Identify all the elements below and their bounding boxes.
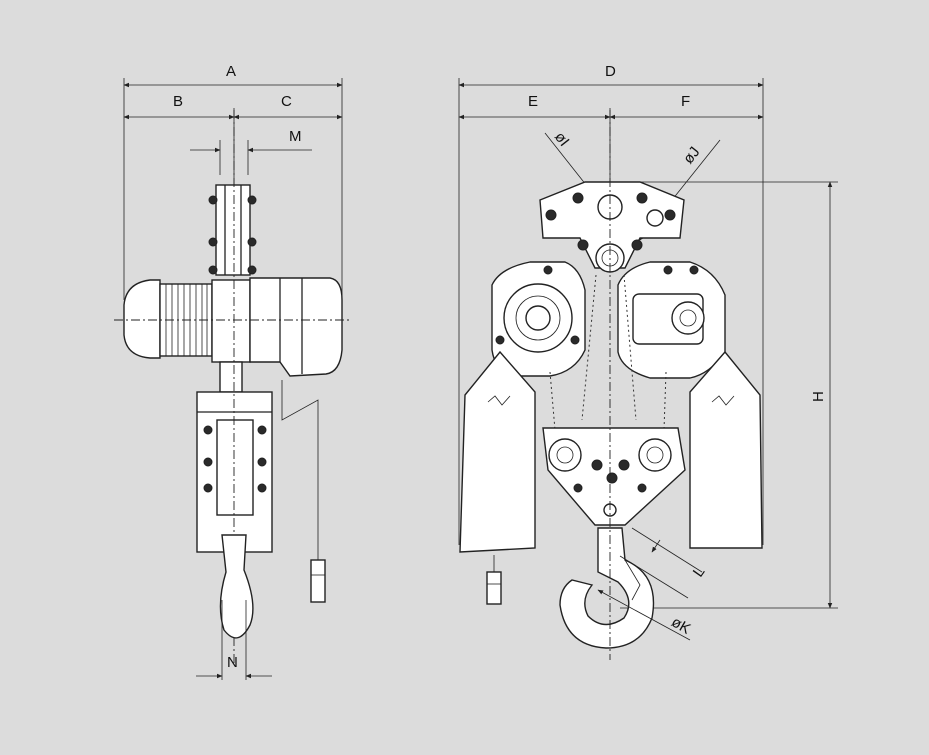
gear-case [249,277,343,377]
dimension-j-label: øJ [680,144,704,168]
dimension-n-label: N [227,654,238,671]
dimension-l-label: L [690,564,709,581]
dimension-e-label: E [528,93,538,110]
dimension-i-label: øI [551,129,573,150]
suspension-plate [215,184,251,276]
dimension-d: D [458,63,764,545]
dimension-m: M [190,128,312,175]
front-hook [559,527,655,649]
dimension-b-label: B [173,93,183,110]
dimension-c-label: C [281,93,292,110]
right-cover [689,350,763,549]
dimension-e-f: E F [458,93,764,190]
dimension-h-label: H [810,391,827,402]
dimension-a-label: A [226,63,236,80]
dimension-m-label: M [289,128,302,145]
side-hook [219,534,254,639]
top-suspension [539,181,685,269]
pendant-switch [310,559,326,603]
left-cover [459,350,536,553]
front-view: D E F øI øJ H [458,63,838,660]
pendant-cable [281,380,319,560]
motor-end-cap [123,279,161,359]
side-view: A B C M [114,63,350,680]
dimension-n: N [196,600,272,680]
front-pendant-switch [486,571,502,605]
dimension-f-label: F [681,93,690,110]
dimension-h: H [620,181,838,609]
dimension-d-label: D [605,63,616,80]
dimension-b-c: B C [123,93,343,200]
dimension-k-label: øK [668,613,693,637]
